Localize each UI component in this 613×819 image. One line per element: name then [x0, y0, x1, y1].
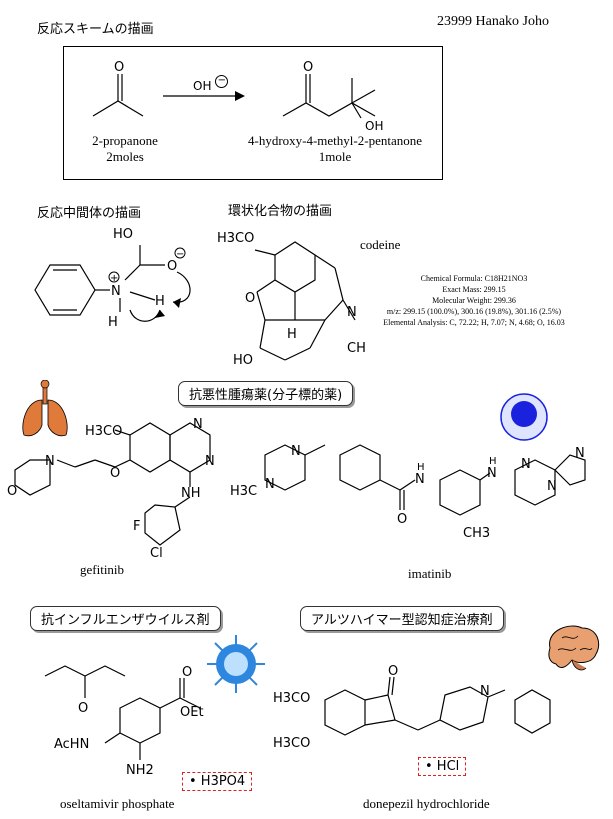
- svg-text:O: O: [182, 665, 192, 680]
- svg-text:H: H: [287, 327, 297, 342]
- svg-text:NH: NH: [181, 486, 201, 501]
- donepezil-name: donepezil hydrochloride: [363, 796, 490, 811]
- charge-minus-icon: −: [215, 75, 229, 88]
- svg-text:H: H: [108, 315, 118, 330]
- antiviral-section-title: 抗インフルエンザウイルス剤: [30, 606, 221, 631]
- svg-text:OEt: OEt: [180, 705, 204, 720]
- oseltamivir-name: oseltamivir phosphate: [60, 796, 175, 811]
- svg-text:HO: HO: [113, 227, 133, 242]
- svg-text:O: O: [303, 60, 313, 75]
- svg-text:N: N: [347, 305, 357, 320]
- codeine-name: codeine: [360, 237, 401, 252]
- svg-text:O: O: [7, 484, 17, 499]
- svg-text:N: N: [111, 284, 121, 299]
- svg-text:O: O: [167, 259, 177, 274]
- gefitinib-name: gefitinib: [80, 562, 125, 577]
- donepezil-structure: O N H3CO H3CO: [273, 665, 551, 751]
- intermediate-section-title: 反応中間体の描画: [37, 206, 142, 221]
- svg-text:O: O: [245, 291, 255, 306]
- reaction-scheme-box: [63, 46, 443, 180]
- svg-text:H: H: [489, 456, 497, 467]
- svg-text:H3CO: H3CO: [85, 424, 122, 439]
- gefitinib-structure: H3CO N N O NH F Cl O N: [7, 417, 215, 560]
- cyclic-section-title: 環状化合物の描画: [228, 204, 333, 219]
- oseltamivir-structure: O O OEt AcHN NH2: [44, 665, 204, 778]
- svg-text:AcHN: AcHN: [54, 737, 89, 752]
- svg-text:H3CO: H3CO: [217, 231, 254, 246]
- svg-text:N: N: [575, 446, 585, 461]
- intermediate-structure: HO O N H H + −: [34, 227, 191, 330]
- student-id-name: 23999 Hanako Joho: [437, 14, 549, 29]
- dementia-section-title: アルツハイマー型認知症治療剤: [300, 606, 504, 631]
- svg-text:−: −: [176, 249, 184, 260]
- svg-text:N: N: [487, 466, 497, 481]
- anticancer-section-title: 抗悪性腫瘍薬(分子標的薬): [178, 381, 354, 406]
- svg-text:O: O: [110, 466, 120, 481]
- svg-text:CH3: CH3: [463, 526, 490, 541]
- svg-text:N: N: [291, 444, 301, 459]
- reactant-caption: 2-propanone 2moles: [92, 133, 158, 164]
- svg-text:O: O: [388, 665, 398, 679]
- product-caption: 4-hydroxy-4-methyl-2-pentanone 1mole: [247, 133, 422, 164]
- hcl-salt-label: • HCl: [418, 757, 467, 776]
- svg-text:F: F: [133, 519, 140, 534]
- svg-text:Cl: Cl: [150, 546, 163, 560]
- lungs-icon: [22, 380, 68, 437]
- imatinib-name: imatinib: [408, 566, 452, 581]
- svg-text:O: O: [78, 701, 88, 716]
- svg-text:N: N: [521, 457, 531, 472]
- scheme-section-title: 反応スキームの描画: [37, 22, 154, 37]
- codeine-structure: H3CO O H N CH3 HO: [217, 231, 365, 368]
- reagent-hydroxide: OH −: [193, 75, 229, 93]
- svg-text:H3C: H3C: [230, 484, 257, 499]
- svg-text:N: N: [547, 479, 557, 494]
- brain-icon: [548, 625, 600, 671]
- phosphate-salt-label: • H3PO4: [182, 772, 253, 791]
- codeine-properties: Chemical Formula: C18H21NO3 Exact Mass: …: [383, 274, 565, 327]
- svg-text:N: N: [480, 684, 490, 699]
- svg-text:N: N: [415, 472, 425, 487]
- svg-text:H3CO: H3CO: [273, 736, 310, 751]
- molecule-sphere-icon: [500, 393, 548, 441]
- svg-text:OH: OH: [365, 119, 383, 133]
- imatinib-structure: H3C N N O N H N H N N N CH3: [230, 444, 586, 541]
- svg-text:H: H: [155, 294, 165, 309]
- svg-text:HO: HO: [233, 353, 253, 368]
- svg-text:O: O: [397, 512, 407, 527]
- svg-text:N: N: [265, 477, 275, 492]
- svg-text:+: +: [110, 273, 118, 284]
- virus-icon: [207, 635, 265, 693]
- svg-text:O: O: [114, 60, 124, 75]
- svg-text:CH3: CH3: [347, 341, 365, 356]
- svg-text:H3CO: H3CO: [273, 691, 310, 706]
- svg-text:N: N: [205, 454, 215, 469]
- svg-text:H: H: [417, 462, 425, 473]
- svg-text:N: N: [45, 454, 55, 469]
- svg-text:N: N: [193, 417, 203, 432]
- svg-text:NH2: NH2: [126, 763, 154, 778]
- reaction-scheme-drawing: OH O O OH: [92, 60, 383, 133]
